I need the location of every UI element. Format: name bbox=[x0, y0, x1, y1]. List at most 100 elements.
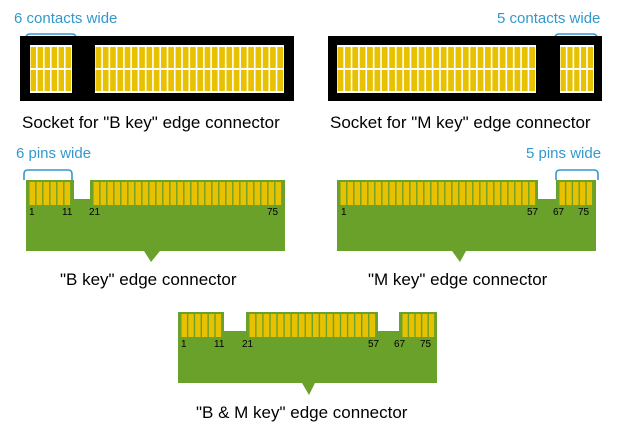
socket-m-bracket-label: 5 contacts wide bbox=[497, 10, 600, 27]
edge-pin bbox=[347, 182, 354, 205]
edge-pin bbox=[256, 314, 263, 337]
socket-contact bbox=[211, 70, 218, 91]
edge-pin bbox=[428, 314, 435, 337]
connector-bm-pin-11: 11 bbox=[214, 339, 225, 350]
edge-pin bbox=[473, 182, 480, 205]
edge-pin bbox=[275, 182, 282, 205]
socket-contact bbox=[131, 70, 138, 91]
socket-contact bbox=[30, 47, 36, 68]
edge-pin bbox=[219, 182, 226, 205]
edge-pin bbox=[114, 182, 121, 205]
socket-contact bbox=[255, 47, 262, 68]
socket-contact bbox=[37, 47, 43, 68]
edge-pin bbox=[340, 182, 347, 205]
edge-pin bbox=[341, 314, 347, 337]
socket-contact bbox=[389, 70, 395, 91]
socket-contact bbox=[448, 47, 454, 68]
edge-pin bbox=[375, 182, 382, 205]
edge-pin bbox=[121, 182, 128, 205]
socket-contact bbox=[110, 47, 116, 68]
edge-pin bbox=[191, 182, 198, 205]
socket-contact bbox=[492, 70, 499, 91]
edge-pin bbox=[149, 182, 156, 205]
socket-contact bbox=[581, 47, 587, 68]
edge-pin bbox=[305, 314, 312, 337]
socket-contact bbox=[521, 70, 528, 91]
edge-pin bbox=[240, 182, 247, 205]
socket-contact bbox=[270, 70, 276, 91]
socket-contact bbox=[175, 70, 182, 91]
socket-m-key: 5 contacts wide Socket for "M key" edge … bbox=[328, 10, 602, 132]
edge-pin bbox=[566, 182, 572, 205]
edge-pin bbox=[355, 314, 361, 337]
socket-contact bbox=[182, 47, 189, 68]
socket-contact bbox=[44, 47, 50, 68]
socket-contact bbox=[248, 47, 254, 68]
socket-contact bbox=[381, 70, 388, 91]
connector-m-pin-1: 1 bbox=[341, 207, 347, 218]
edge-pin bbox=[184, 182, 191, 205]
socket-contact bbox=[411, 47, 418, 68]
socket-contact bbox=[161, 47, 167, 68]
edge-pin bbox=[249, 314, 256, 337]
connector-b-bracket-label: 6 pins wide bbox=[16, 145, 91, 162]
edge-pin bbox=[362, 314, 369, 337]
edge-pin bbox=[361, 182, 368, 205]
socket-contact bbox=[581, 70, 587, 91]
socket-contact bbox=[182, 70, 189, 91]
edge-pin bbox=[508, 182, 515, 205]
edge-pin bbox=[348, 314, 354, 337]
socket-contact bbox=[567, 47, 573, 68]
edge-pin bbox=[334, 314, 340, 337]
connector-bm-key: 1 11 21 57 67 75 "B & M key" edge connec… bbox=[178, 312, 437, 422]
socket-contact bbox=[470, 70, 477, 91]
socket-contact bbox=[462, 47, 469, 68]
connector-bm-pin-57: 57 bbox=[368, 339, 380, 350]
socket-contact bbox=[426, 47, 432, 68]
edge-pin bbox=[195, 314, 201, 337]
connector-bm-pins bbox=[181, 314, 435, 337]
socket-contact bbox=[110, 70, 116, 91]
socket-contact bbox=[44, 70, 50, 91]
socket-contact bbox=[161, 70, 167, 91]
edge-pin bbox=[43, 182, 50, 205]
connector-m-pins bbox=[340, 182, 593, 205]
socket-contact bbox=[219, 47, 225, 68]
edge-pin bbox=[188, 314, 194, 337]
connector-m-pin-57: 57 bbox=[527, 207, 539, 218]
socket-contact bbox=[65, 70, 71, 91]
socket-contact bbox=[352, 70, 359, 91]
edge-pin bbox=[50, 182, 57, 205]
socket-contact bbox=[240, 47, 247, 68]
edge-pin bbox=[389, 182, 396, 205]
socket-contact bbox=[197, 47, 204, 68]
socket-contact bbox=[255, 70, 262, 91]
edge-pin bbox=[284, 314, 291, 337]
socket-contact bbox=[470, 47, 477, 68]
socket-contact bbox=[403, 47, 410, 68]
socket-contact bbox=[587, 47, 593, 68]
edge-pin bbox=[142, 182, 149, 205]
socket-b-caption: Socket for "B key" edge connector bbox=[22, 113, 280, 132]
socket-contact bbox=[139, 70, 145, 91]
socket-contact bbox=[190, 70, 196, 91]
edge-pin bbox=[57, 182, 64, 205]
connector-m-pins-left bbox=[340, 182, 536, 205]
socket-contact bbox=[418, 70, 425, 91]
connector-m-bracket bbox=[555, 169, 599, 180]
connector-m-key: 5 pins wide 1 57 67 75 "M key" edge conn… bbox=[337, 145, 601, 289]
socket-contact bbox=[58, 70, 64, 91]
socket-contact bbox=[95, 47, 102, 68]
connector-m-pins-right bbox=[559, 182, 593, 205]
socket-contact bbox=[146, 47, 153, 68]
edge-pin bbox=[369, 314, 376, 337]
socket-contact bbox=[433, 70, 440, 91]
edge-pin bbox=[181, 314, 187, 337]
socket-contact bbox=[226, 70, 233, 91]
socket-contact bbox=[381, 47, 388, 68]
edge-pin bbox=[263, 314, 270, 337]
socket-b-left-contacts-window bbox=[30, 45, 72, 93]
socket-contact bbox=[514, 70, 521, 91]
socket-contact bbox=[455, 47, 462, 68]
edge-pin bbox=[29, 182, 36, 205]
